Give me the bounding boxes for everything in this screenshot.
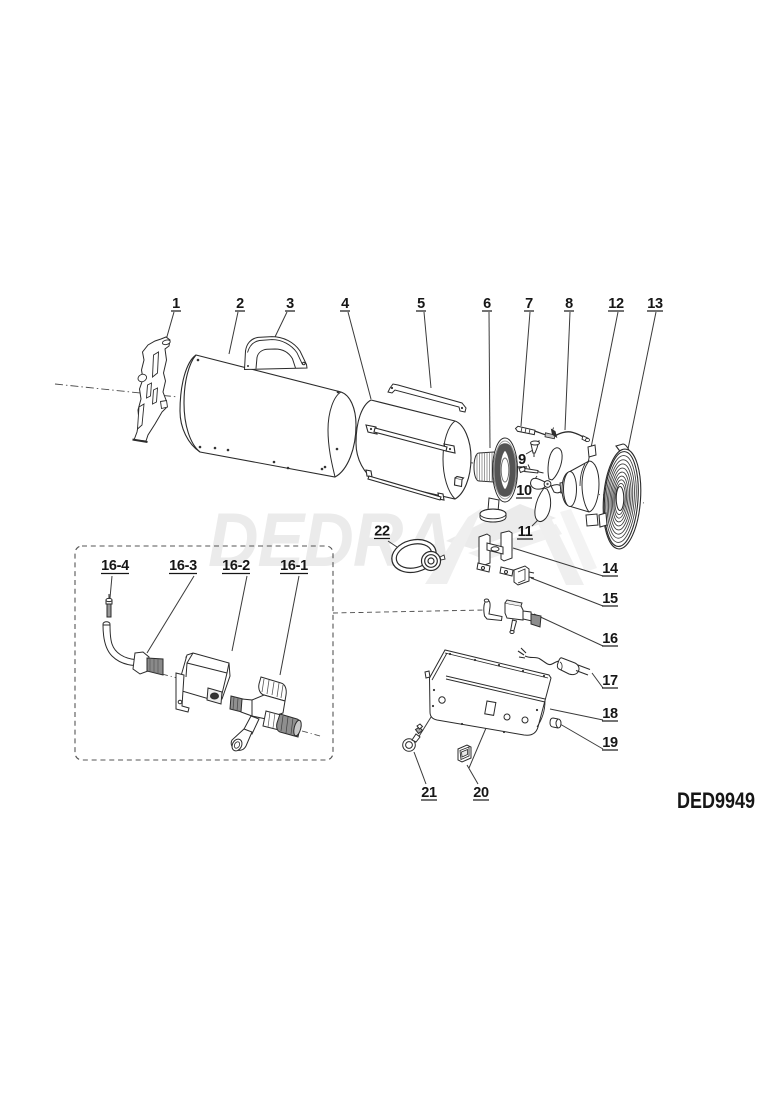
svg-text:13: 13 xyxy=(647,296,663,312)
svg-text:16-4: 16-4 xyxy=(101,558,129,574)
svg-text:4: 4 xyxy=(341,296,349,312)
svg-text:15: 15 xyxy=(602,591,618,607)
svg-text:14: 14 xyxy=(602,561,618,577)
svg-text:DED9949: DED9949 xyxy=(677,789,755,813)
svg-text:3: 3 xyxy=(286,296,294,312)
svg-text:5: 5 xyxy=(417,296,425,312)
svg-text:1: 1 xyxy=(172,296,180,312)
svg-text:21: 21 xyxy=(421,785,437,801)
svg-text:16: 16 xyxy=(602,631,618,647)
svg-text:6: 6 xyxy=(483,296,491,312)
svg-text:22: 22 xyxy=(374,524,390,540)
svg-text:16-3: 16-3 xyxy=(169,558,197,574)
svg-text:2: 2 xyxy=(236,296,244,312)
svg-text:18: 18 xyxy=(602,706,618,722)
svg-text:12: 12 xyxy=(608,296,624,312)
svg-text:11: 11 xyxy=(518,524,533,540)
svg-text:8: 8 xyxy=(565,296,573,312)
svg-text:7: 7 xyxy=(525,296,533,312)
svg-text:16-1: 16-1 xyxy=(280,558,308,574)
svg-text:16-2: 16-2 xyxy=(222,558,250,574)
svg-text:9: 9 xyxy=(518,452,526,468)
svg-text:10: 10 xyxy=(516,483,532,499)
svg-text:17: 17 xyxy=(602,673,618,689)
svg-text:19: 19 xyxy=(602,735,618,751)
svg-text:20: 20 xyxy=(473,785,489,801)
